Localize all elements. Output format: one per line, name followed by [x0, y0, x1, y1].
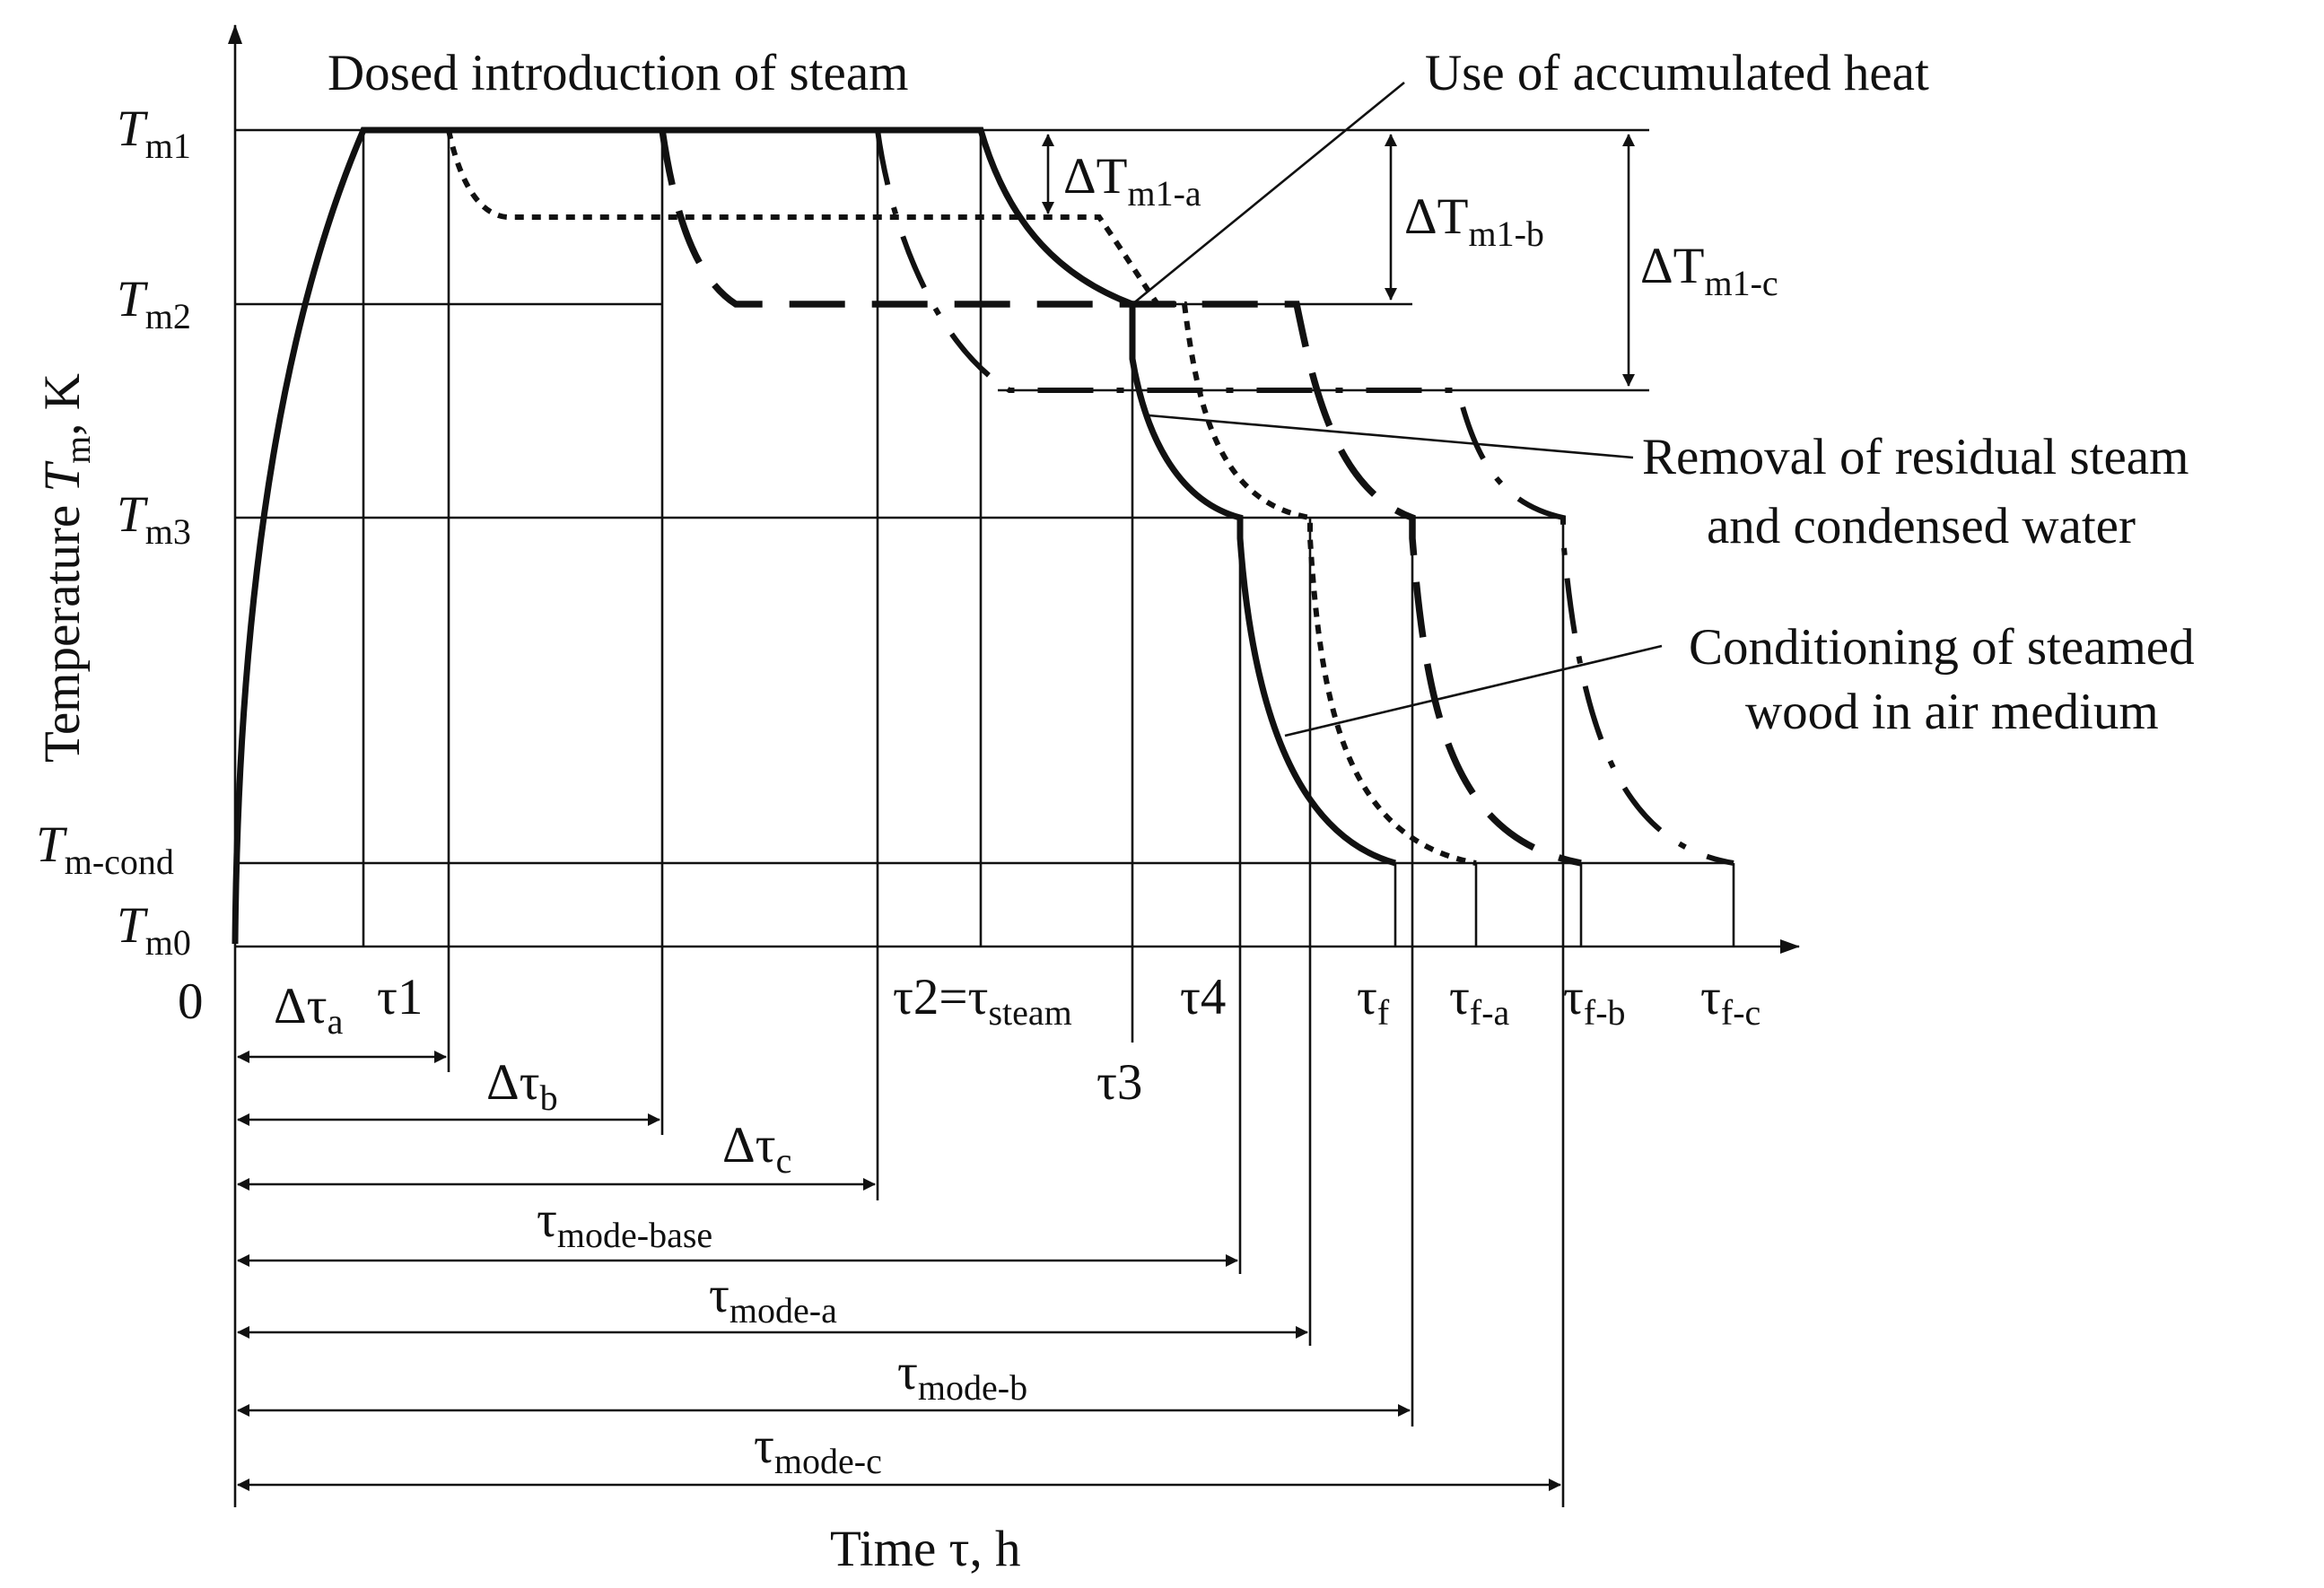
ytick-tm1: Tm1: [117, 100, 191, 166]
leader-accumulated: [1131, 81, 1405, 306]
y-axis-label: Temperature Tm, K: [34, 373, 98, 763]
label-delta-tm1a: ΔTm1-a: [1063, 148, 1201, 214]
xtick-tauf: τf: [1357, 969, 1390, 1033]
xtick-taufb: τf-b: [1563, 969, 1626, 1033]
label-delta-tm1b: ΔTm1-b: [1404, 188, 1544, 254]
curve-b-line: [659, 129, 1582, 867]
delta-t-dimensions: [1042, 134, 1635, 387]
curve-base-line: [232, 127, 1396, 945]
label-delta-tm1c: ΔTm1-c: [1640, 238, 1778, 303]
xtick-tau2: τ2=τsteam: [893, 969, 1072, 1033]
curve-b: [659, 129, 1582, 867]
curve-base: [232, 127, 1396, 945]
curve-c-line: [875, 129, 1734, 866]
label-delta-tau-b: Δτb: [486, 1054, 558, 1118]
label-delta-tau-a: Δτa: [274, 978, 344, 1042]
vertical-lines: [233, 130, 1735, 1507]
origin-label: 0: [178, 973, 204, 1030]
label-tau-mode-c: τmode-c: [754, 1418, 882, 1481]
xtick-tau1: τ1: [377, 969, 423, 1025]
label-delta-tau-c: Δτc: [722, 1117, 791, 1181]
leader-conditioning: [1284, 644, 1663, 737]
leader-removal: [1148, 414, 1634, 459]
xtick-tau4: τ4: [1180, 969, 1226, 1025]
delta-t-labels: ΔTm1-a ΔTm1-b ΔTm1-c: [1063, 148, 1778, 303]
x-tick-labels: 0 τ1 τ2=τsteam τ3 τ4 τf τf-a τf-b τf-c: [178, 969, 1760, 1111]
xtick-taufc: τf-c: [1700, 969, 1760, 1033]
label-conditioning-2: wood in air medium: [1745, 684, 2159, 740]
y-tick-labels: Tm1 Tm2 Tm3 Tm-cond Tm0: [36, 100, 191, 963]
label-dosed: Dosed introduction of steam: [328, 45, 908, 101]
label-tau-mode-b: τmode-b: [897, 1344, 1027, 1408]
label-tau-mode-a: τmode-a: [709, 1267, 837, 1331]
label-removal-1: Removal of residual steam: [1642, 429, 2189, 485]
interval-labels: Δτa Δτb Δτc τmode-base τmode-a τmode-b τ…: [274, 978, 1027, 1481]
xtick-taufa: τf-a: [1449, 969, 1510, 1033]
x-axis-label: Time τ, h: [830, 1521, 1020, 1577]
curve-a-line: [446, 129, 1477, 866]
ytick-tm3: Tm3: [117, 486, 191, 552]
xtick-tau3: τ3: [1096, 1054, 1142, 1111]
label-removal-2: and condensed water: [1707, 498, 2136, 554]
label-accumulated: Use of accumulated heat: [1425, 45, 1929, 101]
curve-c: [875, 129, 1734, 866]
ytick-tm2: Tm2: [117, 271, 191, 336]
curve-a: [446, 129, 1477, 866]
leader-lines: [1131, 81, 1663, 737]
ytick-tmcond: Tm-cond: [36, 816, 174, 882]
ytick-tm0: Tm0: [117, 897, 191, 963]
annotations: Dosed introduction of steam Use of accum…: [328, 45, 2195, 740]
axes: [228, 24, 1800, 954]
interval-arrows: [237, 1051, 1561, 1491]
label-tau-mode-base: τmode-base: [537, 1191, 712, 1255]
label-conditioning-1: Conditioning of steamed: [1689, 619, 2195, 676]
